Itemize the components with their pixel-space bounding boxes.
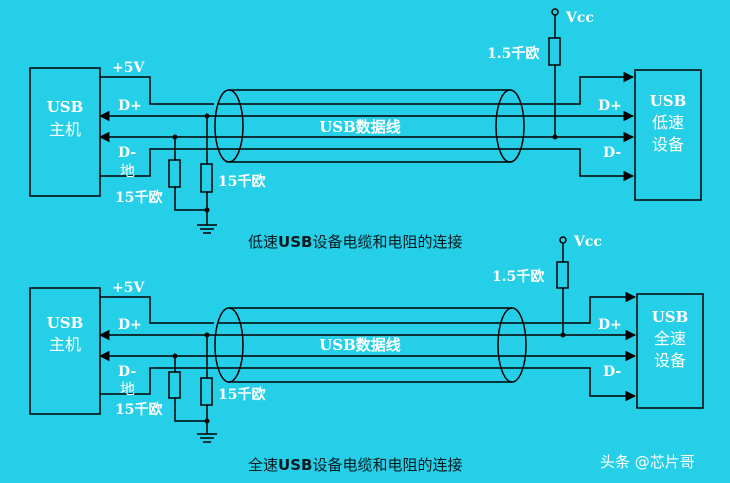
- device-label-line3: 设备: [652, 135, 684, 154]
- ground-symbol: [197, 433, 217, 443]
- r-pullup-label: 1.5千欧: [487, 45, 539, 62]
- device-label-line3: 设备: [654, 351, 686, 370]
- dplus-device-label: D+: [598, 317, 622, 333]
- cable-cylinder: [214, 89, 525, 163]
- dminus-host-label: D-: [118, 364, 136, 380]
- device-label-line1: USB: [652, 308, 689, 326]
- r-dminus-label: 15千欧: [115, 189, 162, 206]
- dplus-device-label: D+: [598, 98, 622, 114]
- vcc-terminal: [551, 8, 559, 16]
- dminus-device-label: D-: [603, 145, 621, 161]
- ground-host-label: 地: [120, 380, 135, 398]
- cable-label: USB数据线: [319, 118, 401, 136]
- resistor-dplus: [200, 377, 213, 406]
- cable-cylinder: [214, 307, 527, 383]
- dplus-host-label: D+: [118, 317, 142, 333]
- watermark: 头条 @芯片哥: [600, 453, 695, 471]
- resistor-dminus: [168, 371, 181, 399]
- r-dplus-label: 15千欧: [218, 386, 265, 403]
- vcc-label: Vcc: [565, 10, 594, 26]
- device-label-line2: 低速: [652, 113, 684, 132]
- dminus-host-label: D-: [118, 145, 136, 161]
- resistor-dminus: [168, 159, 181, 188]
- vcc-terminal: [559, 236, 567, 244]
- caption: 全速USB设备电缆和电阻的连接: [248, 456, 462, 474]
- r-pullup-label: 1.5千欧: [492, 268, 544, 285]
- r-dminus-label: 15千欧: [115, 401, 162, 418]
- host-label-line1: USB: [47, 314, 84, 332]
- resistor-dplus: [200, 163, 213, 193]
- resistor-pullup: [548, 37, 561, 66]
- usb-device-box: [636, 293, 704, 409]
- caption: 低速USB设备电缆和电阻的连接: [248, 233, 462, 251]
- v5-label: +5V: [112, 280, 145, 296]
- ground-host-label: 地: [120, 162, 135, 180]
- r-dplus-label: 15千欧: [218, 173, 265, 190]
- device-label-line1: USB: [650, 92, 687, 110]
- device-label-line2: 全速: [654, 329, 686, 348]
- full-speed-diagram: USB 主机 USB 全速 设备 USB数据线 +5V D+ D- 地 15千欧: [29, 234, 704, 474]
- resistor-pullup: [556, 261, 569, 289]
- dminus-device-label: D-: [603, 364, 621, 380]
- host-label-line2: 主机: [49, 120, 81, 139]
- usb-device-box: [634, 69, 702, 201]
- v5-label: +5V: [112, 60, 145, 76]
- host-label-line1: USB: [47, 98, 84, 116]
- low-speed-diagram: USB 主机 USB 低速 设备 USB数据线 +5V D+ D- 地: [29, 8, 702, 251]
- ground-symbol: [197, 224, 217, 234]
- host-label-line2: 主机: [49, 335, 81, 354]
- dplus-host-label: D+: [118, 98, 142, 114]
- vcc-label: Vcc: [573, 234, 602, 250]
- cable-label: USB数据线: [319, 336, 401, 354]
